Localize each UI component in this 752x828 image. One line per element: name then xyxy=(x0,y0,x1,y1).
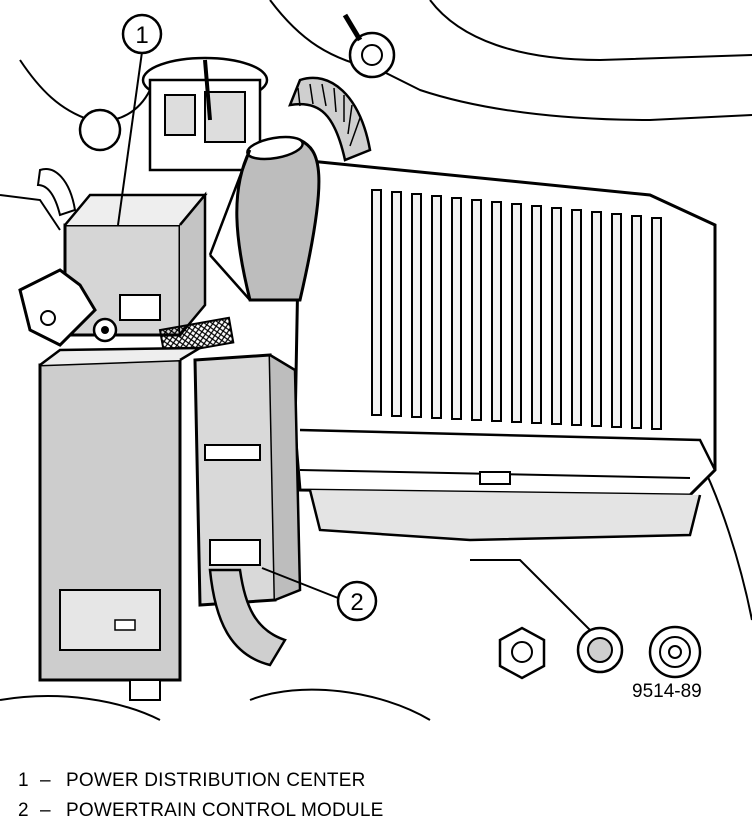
filter-rib xyxy=(551,207,562,425)
grommet-fastener xyxy=(576,626,624,674)
filter-rib xyxy=(631,215,642,429)
mounting-bracket xyxy=(18,268,235,356)
filter-rib xyxy=(591,211,602,427)
filter-ribs xyxy=(371,189,662,430)
filter-rib xyxy=(531,205,542,424)
callout-1-number: 1 xyxy=(135,22,148,49)
legend-1-label: POWER DISTRIBUTION CENTER xyxy=(66,770,366,791)
callout-2: 2 xyxy=(336,580,378,622)
filter-rib xyxy=(471,199,482,421)
inlet-duct xyxy=(208,135,321,302)
legend-2-label: POWERTRAIN CONTROL MODULE xyxy=(66,800,384,821)
engine-compartment-illustration: 1 2 9514-89 xyxy=(0,0,752,721)
top-bolt xyxy=(342,13,396,79)
filter-rib xyxy=(451,197,462,420)
legend-1-separator: – xyxy=(40,770,51,791)
filter-rib xyxy=(511,203,522,423)
filter-rib xyxy=(571,209,582,426)
callout-2-number: 2 xyxy=(350,589,363,616)
callout-1-leader xyxy=(117,51,143,226)
corrugated-hose xyxy=(288,76,372,162)
legend-2-separator: – xyxy=(40,800,51,821)
filter-rib xyxy=(611,213,622,428)
legend-item-1: 1–POWER DISTRIBUTION CENTER xyxy=(18,770,366,792)
filter-rib xyxy=(491,201,502,422)
powertrain-control-module xyxy=(193,353,302,607)
legend-item-2: 2–POWERTRAIN CONTROL MODULE xyxy=(18,800,383,822)
legend-1-number: 1 xyxy=(18,770,29,791)
filter-rib xyxy=(411,193,422,418)
engine-bay-background xyxy=(0,0,752,721)
callout-2-leader xyxy=(261,567,339,599)
lower-hose xyxy=(208,568,287,667)
battery-box xyxy=(38,346,205,701)
callout-1: 1 xyxy=(121,13,163,55)
filter-rib xyxy=(651,217,662,430)
washer-fastener xyxy=(648,625,702,679)
upper-connector-area xyxy=(36,56,269,217)
filter-rib xyxy=(391,191,402,417)
figure-id: 9514-89 xyxy=(632,681,702,702)
filter-rib xyxy=(431,195,442,419)
hex-nut-fastener xyxy=(498,626,546,680)
legend-2-number: 2 xyxy=(18,800,29,821)
filter-rib xyxy=(371,189,382,416)
